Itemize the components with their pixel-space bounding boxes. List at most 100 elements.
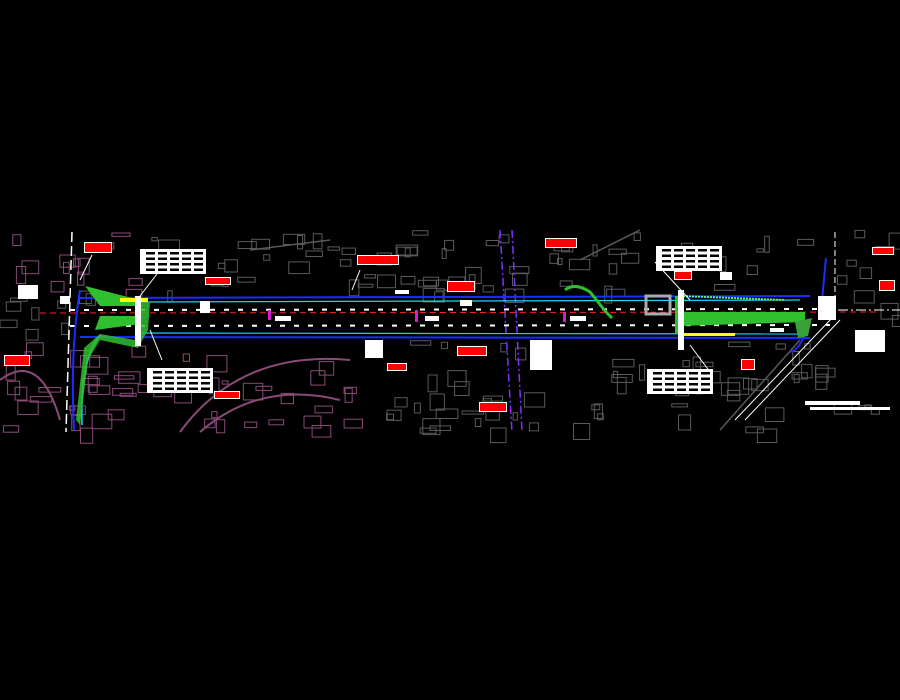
residential-building — [343, 418, 364, 429]
building-outline — [412, 230, 429, 236]
residential-building — [119, 392, 137, 397]
building-outline — [339, 259, 352, 267]
table-cell — [653, 377, 662, 380]
building-outline — [764, 235, 770, 253]
table-cell — [674, 260, 683, 263]
residential-building — [204, 418, 216, 429]
table-cell — [689, 372, 698, 375]
building-outline — [410, 340, 432, 346]
building-outline — [746, 265, 758, 276]
table-cell — [177, 376, 186, 379]
annotation-block — [720, 272, 732, 280]
building-outline — [792, 351, 800, 366]
building-outline — [633, 232, 641, 241]
building-outline — [498, 234, 510, 244]
building-outline — [859, 267, 873, 279]
residential-building — [242, 382, 264, 401]
table-cell — [689, 383, 698, 386]
residential-building — [118, 371, 141, 384]
building-outline — [485, 410, 500, 421]
table-cell — [698, 260, 707, 263]
residential-area — [0, 232, 364, 444]
residential-building — [111, 232, 131, 237]
residential-building — [314, 405, 333, 414]
table-cell — [665, 388, 674, 391]
building-outline — [846, 259, 857, 267]
table-cell — [201, 371, 210, 374]
building-outline — [515, 347, 527, 361]
building-outline — [482, 285, 494, 293]
residential-building — [211, 411, 218, 419]
table-cell — [194, 257, 203, 260]
red-label — [448, 282, 474, 291]
building-outline — [523, 392, 546, 408]
table-cell — [698, 254, 707, 257]
residential-building — [77, 271, 85, 286]
table-cell — [146, 257, 155, 260]
residential-building — [255, 385, 273, 391]
red-label — [215, 392, 239, 398]
building-outline — [263, 254, 271, 261]
table-cell — [177, 382, 186, 385]
residential-building — [21, 260, 40, 275]
residential-building — [137, 384, 149, 394]
building-outline — [814, 367, 836, 378]
residential-building — [91, 413, 113, 430]
table-cell — [182, 252, 191, 255]
residential-building — [215, 419, 226, 434]
building-outline — [167, 290, 173, 303]
red-label — [206, 278, 230, 284]
residential-building — [14, 386, 28, 401]
residential-building — [73, 258, 81, 267]
table-cell — [158, 252, 167, 255]
building-outline — [891, 314, 900, 327]
annotation-block — [365, 340, 383, 358]
white-annotation-blocks — [18, 254, 885, 373]
red-callout-labels — [4, 238, 895, 412]
building-outline — [727, 377, 750, 395]
table-cell — [182, 257, 191, 260]
residential-building — [12, 234, 22, 247]
annotation-block — [200, 301, 210, 313]
residential-building — [244, 421, 258, 429]
building-outline — [377, 274, 396, 289]
residential-building — [344, 387, 353, 403]
table-cell — [662, 249, 671, 252]
red-label — [480, 403, 506, 411]
annotation-block — [18, 285, 38, 299]
context-road-line — [249, 239, 331, 251]
building-outline — [573, 423, 591, 440]
red-label — [675, 272, 691, 279]
table-cell — [165, 387, 174, 390]
leader-line — [139, 269, 161, 297]
building-outline — [429, 393, 445, 411]
building-outline — [801, 363, 813, 379]
table-cell — [677, 372, 686, 375]
building-outline — [756, 248, 764, 253]
table-cell — [686, 265, 695, 268]
building-outline — [621, 252, 640, 264]
building-outline — [591, 404, 601, 411]
building-outline — [422, 287, 445, 303]
building-outline — [695, 361, 714, 368]
annotation-block — [530, 340, 552, 370]
residential-building — [107, 409, 125, 421]
red-label — [742, 360, 754, 369]
building-outline — [568, 258, 591, 271]
table-cell — [165, 371, 174, 374]
building-outline — [440, 341, 448, 350]
building-outline — [854, 229, 866, 239]
building-outline — [288, 261, 310, 275]
building-outline — [764, 407, 785, 422]
building-outline — [797, 238, 815, 246]
table-cell — [201, 382, 210, 385]
leader-line — [79, 254, 93, 281]
table-cell — [146, 252, 155, 255]
table-cell — [158, 257, 167, 260]
building-outline — [447, 370, 467, 387]
table-cell — [189, 387, 198, 390]
table-cell — [710, 254, 719, 257]
residential-building — [26, 342, 44, 356]
table-cell — [194, 268, 203, 271]
building-outline — [682, 360, 690, 368]
